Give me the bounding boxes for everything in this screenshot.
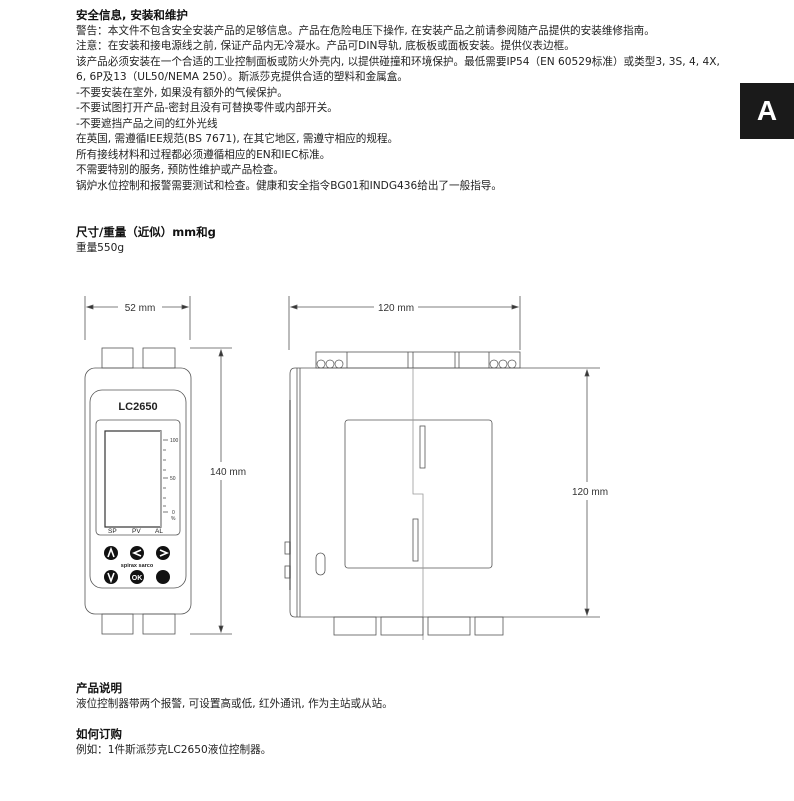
safety-line: 注意：在安装和接电源线之前, 保证产品内无冷凝水。产品可DIN导轨, 底板板或面…: [76, 40, 575, 52]
front-height-label: 140 mm: [210, 467, 246, 478]
side-width-dimension: 120 mm: [288, 296, 521, 350]
display-label-sp: SP: [108, 528, 117, 535]
weight-text: 重量550g: [76, 241, 125, 254]
ordering-text: 例如：1件斯派莎克LC2650液位控制器。: [76, 743, 272, 756]
safety-line: -不要安装在室外, 如果没有额外的气候保护。: [76, 86, 288, 99]
safety-title: 安全信息, 安装和维护: [76, 8, 188, 22]
safety-line: -不要试图打开产品-密封且没有可替换零件或内部开关。: [76, 102, 338, 114]
side-width-label: 120 mm: [378, 303, 414, 314]
section-tab: A: [740, 83, 794, 139]
ordering-title: 如何订购: [76, 727, 122, 741]
safety-line: -不要遮挡产品之间的红外光线: [76, 117, 218, 130]
side-height-label: 120 mm: [572, 487, 608, 498]
dimensions-section: 尺寸/重量（近似）mm和g 重量550g: [76, 225, 726, 256]
front-width-label: 52 mm: [125, 303, 156, 314]
scale-label: 50: [170, 476, 176, 482]
safety-section: 安全信息, 安装和维护 警告：本文件不包含安全安装产品的足够信息。产品在危险电压…: [76, 8, 726, 194]
safety-line: 在英国, 需遵循IEE规范(BS 7671), 在其它地区, 需遵守相应的规程。: [76, 133, 399, 145]
scale-label: %: [171, 516, 176, 522]
dimensions-title: 尺寸/重量（近似）mm和g: [76, 225, 216, 239]
front-height-dimension: 140 mm: [190, 347, 246, 635]
description-section: 产品说明 液位控制器带两个报警, 可设置高或低, 红外通讯, 作为主站或从站。: [76, 681, 726, 712]
brand-logo: spirax sarco: [121, 563, 154, 569]
blank-button-icon: [156, 570, 170, 584]
safety-line: 所有接线材料和过程都必须遵循相应的EN和IEC标准。: [76, 148, 331, 161]
ok-label: OK: [132, 575, 143, 582]
scale-label: 100: [170, 438, 179, 444]
safety-line: 警告：本文件不包含安全安装产品的足够信息。产品在危险电压下操作, 在安装产品之前…: [76, 24, 655, 37]
display-label-pv: PV: [132, 528, 141, 535]
ordering-section: 如何订购 例如：1件斯派莎克LC2650液位控制器。: [76, 727, 726, 758]
ok-button-icon: [130, 570, 144, 584]
front-width-dimension: 52 mm: [84, 296, 191, 340]
scale-label: 0: [172, 510, 175, 516]
safety-line: 锅炉水位控制和报警需要测试和检查。健康和安全指令BG01和INDG436给出了一…: [76, 179, 502, 192]
description-text: 液位控制器带两个报警, 可设置高或低, 红外通讯, 作为主站或从站。: [76, 697, 393, 710]
safety-line: 该产品必须安装在一个合适的工业控制面板或防火外壳内, 以提供碰撞和环境保护。最低…: [76, 55, 720, 84]
side-view: [284, 351, 530, 640]
right-button-icon: [156, 546, 170, 560]
display-label-al: AL: [155, 528, 163, 535]
description-title: 产品说明: [76, 681, 122, 695]
model-label: LC2650: [118, 401, 157, 413]
side-height-dimension: 120 mm: [530, 367, 608, 618]
safety-line: 不需要特别的服务, 预防性维护或产品检查。: [76, 164, 285, 176]
front-view: LC2650 100 50 0 % SP PV AL OK spirax sar…: [84, 347, 192, 635]
